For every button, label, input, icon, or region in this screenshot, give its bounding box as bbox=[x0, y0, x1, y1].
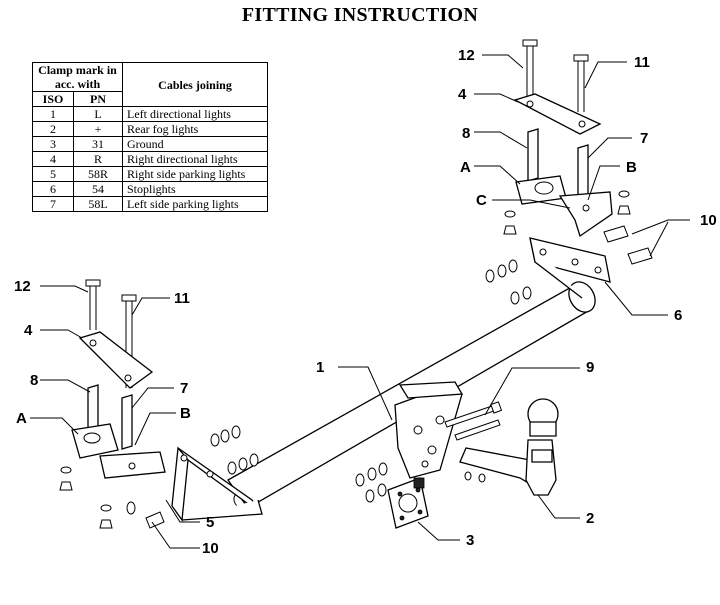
label-6: 6 bbox=[674, 307, 682, 324]
label-4-left: 4 bbox=[24, 322, 33, 339]
left-clamp-set bbox=[71, 279, 166, 479]
table-row: 4 R Right directional lights bbox=[32, 151, 268, 167]
label-10-left: 10 bbox=[202, 540, 219, 557]
cable-cell: Left side parking lights bbox=[122, 196, 268, 212]
bolts-9 bbox=[444, 401, 503, 441]
label-7-right: 7 bbox=[640, 130, 648, 147]
socket-plate bbox=[387, 477, 429, 529]
header-clamp-mark: Clamp mark in acc. with bbox=[32, 62, 123, 92]
label-1: 1 bbox=[316, 359, 324, 376]
table-row: 2 + Rear fog lights bbox=[32, 121, 268, 137]
label-2: 2 bbox=[586, 510, 594, 527]
iso-cell: 7 bbox=[32, 196, 74, 212]
label-9: 9 bbox=[586, 359, 594, 376]
washers-and-nuts bbox=[59, 190, 653, 529]
pn-cell: 58R bbox=[73, 166, 123, 182]
table-row: 7 58L Left side parking lights bbox=[32, 196, 268, 212]
label-7-left: 7 bbox=[180, 380, 188, 397]
label-c: C bbox=[476, 192, 487, 209]
leader-lines bbox=[30, 54, 690, 549]
header-pn: PN bbox=[73, 91, 123, 107]
right-side-bracket bbox=[529, 237, 611, 299]
page-title: FITTING INSTRUCTION bbox=[241, 4, 479, 26]
table-row: 6 54 Stoplights bbox=[32, 181, 268, 197]
label-b-left: B bbox=[180, 405, 191, 422]
label-11-left: 11 bbox=[174, 290, 190, 307]
label-a-left: A bbox=[16, 410, 27, 427]
part-labels: 1 2 3 5 6 9 12 11 4 8 7 A B 10 12 11 4 8… bbox=[14, 47, 717, 557]
label-12-left: 12 bbox=[14, 278, 31, 295]
table-subheader-row: ISO PN bbox=[32, 91, 268, 107]
label-3: 3 bbox=[466, 532, 474, 549]
left-side-bracket bbox=[171, 446, 263, 522]
right-clamp-set bbox=[513, 39, 613, 238]
cable-cell: Right side parking lights bbox=[122, 166, 268, 182]
cable-cell: Rear fog lights bbox=[122, 121, 268, 137]
label-8-left: 8 bbox=[30, 372, 38, 389]
label-10-right: 10 bbox=[700, 212, 717, 229]
label-5: 5 bbox=[206, 514, 214, 531]
label-a-right: A bbox=[460, 159, 471, 176]
tow-ball-neck bbox=[459, 398, 559, 496]
label-11-right: 11 bbox=[634, 54, 650, 71]
label-4-right: 4 bbox=[458, 86, 467, 103]
label-8-right: 8 bbox=[462, 125, 470, 142]
table-row: 5 58R Right side parking lights bbox=[32, 166, 268, 182]
center-mount-flange bbox=[394, 381, 464, 479]
label-12-right: 12 bbox=[458, 47, 475, 64]
cable-cell: Right directional lights bbox=[122, 151, 268, 167]
label-b-right: B bbox=[626, 159, 637, 176]
cables-joining-table: Clamp mark in acc. with Cables joining I… bbox=[32, 62, 268, 212]
